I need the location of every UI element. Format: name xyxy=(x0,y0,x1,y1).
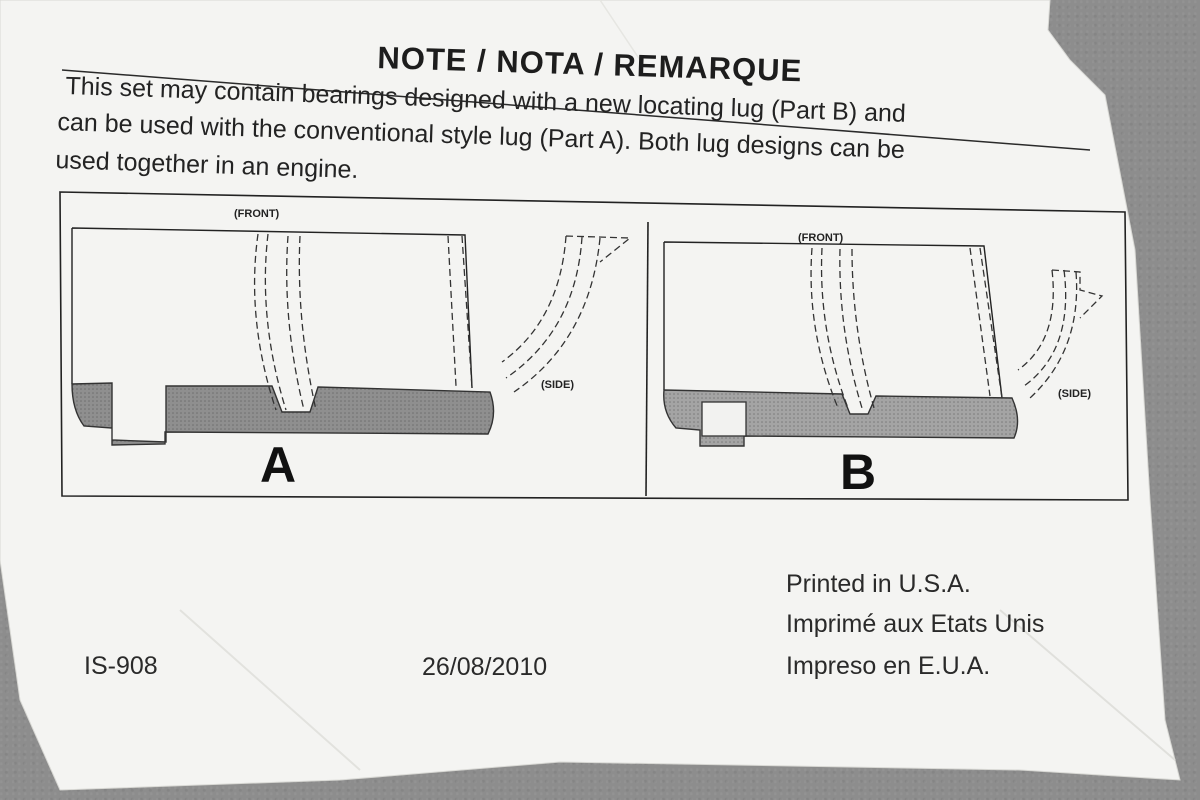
part-a-drawing xyxy=(71,227,632,446)
part-b-drawing xyxy=(663,241,1104,447)
part-b-front-label: (FRONT) xyxy=(798,232,844,244)
part-b-letter: B xyxy=(840,444,877,500)
print-date: 26/08/2010 xyxy=(422,653,548,681)
printed-in-spanish: Impreso en E.U.A. xyxy=(786,652,991,680)
part-b-side-label: (SIDE) xyxy=(1058,388,1091,400)
printed-in-english: Printed in U.S.A. xyxy=(786,570,971,598)
diagram-divider xyxy=(645,221,649,497)
part-a-letter: A xyxy=(260,437,297,493)
part-a-front-label: (FRONT) xyxy=(234,208,280,220)
printed-in-french: Imprimé aux Etats Unis xyxy=(786,610,1045,638)
part-a-side-label: (SIDE) xyxy=(541,379,574,391)
document-code: IS-908 xyxy=(84,652,158,680)
diagram-frame xyxy=(59,191,1129,501)
